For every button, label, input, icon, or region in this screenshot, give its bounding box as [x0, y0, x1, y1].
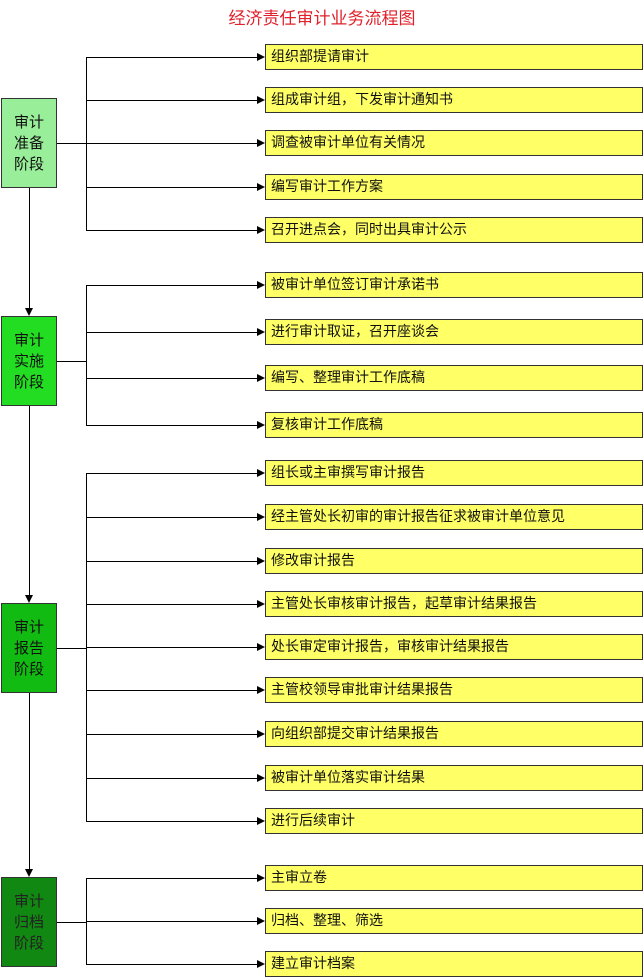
arrow-head-icon	[257, 600, 265, 608]
step-box: 向组织部提交审计结果报告	[265, 721, 643, 747]
connector-line	[86, 143, 257, 144]
arrow-head-icon	[257, 643, 265, 651]
arrow-head-icon	[257, 139, 265, 147]
step-box: 编写审计工作方案	[265, 174, 643, 200]
down-arrow-icon	[25, 869, 33, 877]
down-arrow-icon	[25, 308, 33, 316]
connector-line	[86, 734, 257, 735]
arrow-head-icon	[257, 513, 265, 521]
arrow-head-icon	[257, 96, 265, 104]
step-box: 主管校领导审批审计结果报告	[265, 677, 643, 703]
connector-line	[86, 187, 257, 188]
stage-box: 审计归档阶段	[1, 877, 57, 967]
step-box: 组成审计组，下发审计通知书	[265, 87, 643, 113]
stage-flow-line	[29, 188, 30, 308]
step-box: 修改审计报告	[265, 548, 643, 574]
arrow-head-icon	[257, 328, 265, 336]
step-box: 组织部提请审计	[265, 44, 643, 70]
connector-line	[86, 285, 257, 286]
arrow-head-icon	[257, 226, 265, 234]
connector-line	[86, 378, 257, 379]
connector-line	[86, 425, 257, 426]
arrow-head-icon	[257, 281, 265, 289]
step-box: 进行后续审计	[265, 808, 643, 834]
connector-line	[86, 921, 257, 922]
step-box: 召开进点会，同时出具审计公示	[265, 217, 643, 243]
step-box: 经主管处长初审的审计报告征求被审计单位意见	[265, 504, 643, 530]
connector-line	[86, 230, 257, 231]
connector-line	[86, 647, 257, 648]
down-arrow-icon	[25, 595, 33, 603]
step-box: 处长审定审计报告，审核审计结果报告	[265, 634, 643, 660]
connector-line	[57, 922, 86, 923]
stage-flow-line	[29, 406, 30, 595]
connector-line	[86, 473, 257, 474]
arrow-head-icon	[257, 960, 265, 968]
step-box: 编写、整理审计工作底稿	[265, 365, 643, 391]
connector-line	[86, 332, 257, 333]
connector-line	[86, 964, 257, 965]
stage-box: 审计报告阶段	[1, 603, 57, 693]
arrow-head-icon	[257, 686, 265, 694]
connector-line	[86, 778, 257, 779]
arrow-head-icon	[257, 730, 265, 738]
connector-line	[86, 517, 257, 518]
connector-line	[86, 100, 257, 101]
bus-line	[86, 57, 87, 231]
step-box: 主管处长审核审计报告，起草审计结果报告	[265, 591, 643, 617]
arrow-head-icon	[257, 374, 265, 382]
step-box: 调查被审计单位有关情况	[265, 130, 643, 156]
arrow-head-icon	[257, 183, 265, 191]
step-box: 进行审计取证，召开座谈会	[265, 319, 643, 345]
bus-line	[86, 285, 87, 426]
arrow-head-icon	[257, 421, 265, 429]
connector-line	[86, 878, 257, 879]
connector-line	[86, 821, 257, 822]
diagram-title: 经济责任审计业务流程图	[228, 9, 416, 29]
step-box: 建立审计档案	[265, 951, 643, 977]
connector-line	[57, 361, 86, 362]
step-box: 组长或主审撰写审计报告	[265, 460, 643, 486]
connector-line	[86, 604, 257, 605]
arrow-head-icon	[257, 557, 265, 565]
step-box: 被审计单位落实审计结果	[265, 765, 643, 791]
step-box: 主审立卷	[265, 865, 643, 891]
arrow-head-icon	[257, 774, 265, 782]
connector-line	[86, 690, 257, 691]
connector-line	[57, 648, 86, 649]
arrow-head-icon	[257, 874, 265, 882]
step-box: 复核审计工作底稿	[265, 412, 643, 438]
step-box: 被审计单位签订审计承诺书	[265, 272, 643, 298]
arrow-head-icon	[257, 817, 265, 825]
step-box: 归档、整理、筛选	[265, 908, 643, 934]
arrow-head-icon	[257, 53, 265, 61]
stage-flow-line	[29, 693, 30, 869]
connector-line	[57, 143, 86, 144]
connector-line	[86, 57, 257, 58]
arrow-head-icon	[257, 469, 265, 477]
stage-box: 审计实施阶段	[1, 316, 57, 406]
stage-box: 审计准备阶段	[1, 98, 57, 188]
arrow-head-icon	[257, 917, 265, 925]
connector-line	[86, 561, 257, 562]
